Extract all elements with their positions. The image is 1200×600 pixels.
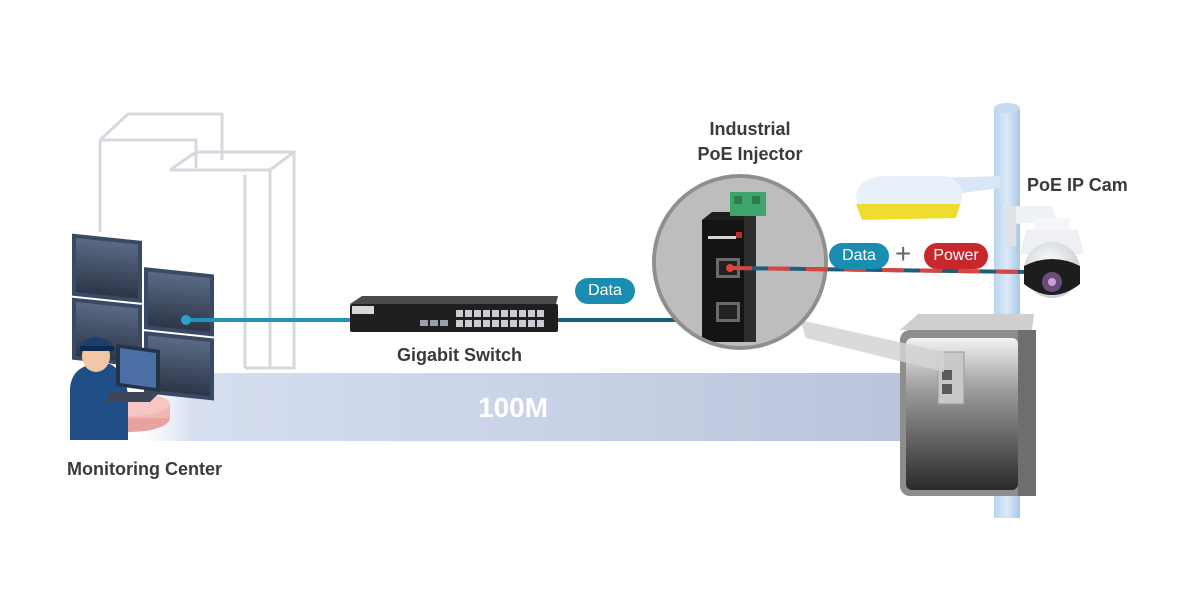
distance-band bbox=[130, 373, 900, 441]
street-light-icon bbox=[856, 176, 1000, 220]
poe-injector-icon bbox=[652, 174, 828, 350]
distance-label: 100M bbox=[478, 392, 549, 423]
operator-icon bbox=[70, 337, 170, 440]
building-icon bbox=[98, 112, 296, 370]
zoom-cone bbox=[800, 320, 944, 372]
monitoring-center-label: Monitoring Center bbox=[67, 459, 222, 479]
injector-label-line2: PoE Injector bbox=[697, 144, 803, 164]
power-tag: Power bbox=[924, 243, 988, 269]
gigabit-switch-label: Gigabit Switch bbox=[397, 345, 523, 365]
ip-cam-label: PoE IP Cam bbox=[1027, 175, 1128, 195]
data-power-cable bbox=[726, 264, 1031, 274]
ip-camera-icon bbox=[1004, 206, 1084, 298]
data-tag-left: Data bbox=[575, 278, 635, 304]
data-tag-right: Data bbox=[829, 243, 889, 269]
plus-sign: + bbox=[895, 238, 912, 269]
injector-label-line1: Industrial bbox=[709, 119, 791, 139]
switch-icon bbox=[350, 296, 558, 332]
cabinet-icon bbox=[900, 314, 1036, 496]
